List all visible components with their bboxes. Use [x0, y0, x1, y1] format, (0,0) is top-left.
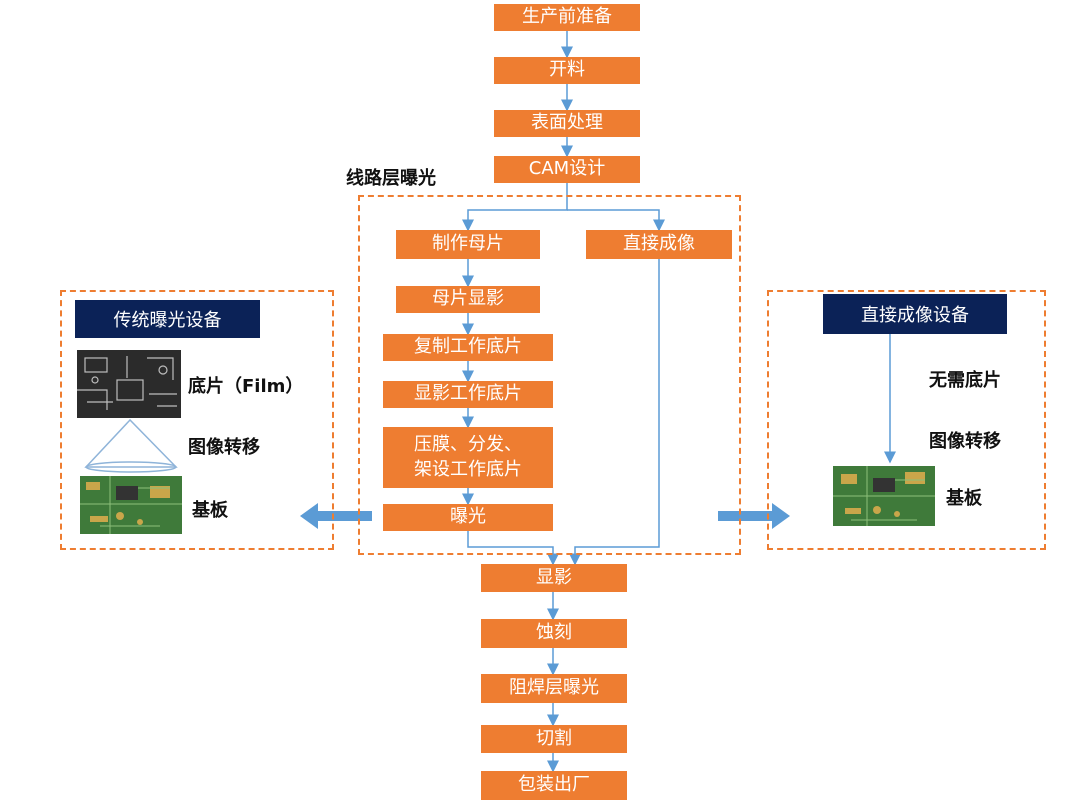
arrow-right-icon — [718, 503, 790, 529]
direct-imaging-panel — [767, 290, 1046, 550]
step-develop-working-film: 显影工作底片 — [383, 381, 553, 408]
step-make-master: 制作母片 — [396, 230, 540, 259]
traditional-equipment-panel — [60, 290, 334, 550]
step-cutting: 切割 — [481, 725, 627, 753]
exposure-group-border — [358, 195, 741, 555]
pcb-pattern-left — [80, 476, 182, 534]
step-etching: 蚀刻 — [481, 619, 627, 648]
step-surface-treatment: 表面处理 — [494, 110, 640, 137]
connector-line — [467, 531, 559, 566]
connector-line — [567, 209, 665, 232]
step-production-prep: 生产前准备 — [494, 4, 640, 31]
right-transfer-label: 图像转移 — [929, 431, 1001, 452]
connector-line — [569, 259, 660, 566]
film-pattern — [77, 356, 177, 410]
step-exposure: 曝光 — [383, 504, 553, 531]
pcb-pattern-right — [833, 466, 935, 526]
step-master-develop: 母片显影 — [396, 286, 540, 313]
pcb-substrate-image — [833, 466, 935, 526]
film-image — [77, 350, 181, 418]
group-title: 线路层曝光 — [346, 168, 436, 189]
arrow-left-icon — [300, 503, 372, 529]
step-cutting-material: 开料 — [494, 57, 640, 84]
left-transfer-label: 图像转移 — [188, 437, 260, 458]
step-copy-working-film: 复制工作底片 — [383, 334, 553, 361]
direct-panel-title: 直接成像设备 — [823, 294, 1007, 334]
right-substrate-label: 基板 — [946, 488, 982, 509]
left-substrate-label: 基板 — [192, 500, 228, 521]
step-develop: 显影 — [481, 564, 627, 592]
no-film-label: 无需底片 — [929, 370, 1001, 391]
step-direct-imaging: 直接成像 — [586, 230, 732, 259]
pcb-substrate-image — [80, 476, 182, 534]
step-solder-mask-exposure: 阻焊层曝光 — [481, 674, 627, 703]
step-cam-design: CAM设计 — [494, 156, 640, 183]
projection-cone-base — [85, 461, 177, 473]
projection-cone-icon — [84, 418, 178, 468]
film-label: 底片（Film） — [188, 376, 304, 397]
step-laminate-setup: 压膜、分发、 架设工作底片 — [383, 427, 553, 488]
step-packaging: 包装出厂 — [481, 771, 627, 800]
traditional-panel-title: 传统曝光设备 — [75, 300, 260, 338]
